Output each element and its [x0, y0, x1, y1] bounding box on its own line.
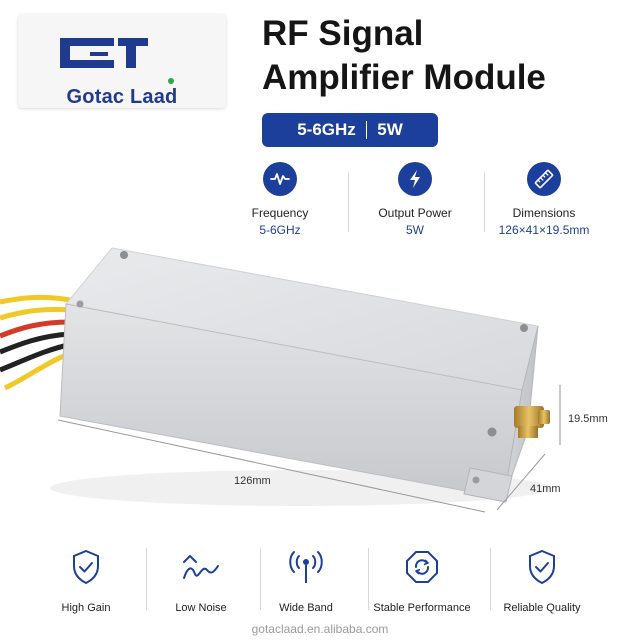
- antenna-signal-icon: [246, 548, 366, 586]
- badge-separator: [365, 121, 368, 139]
- badge-power: 5W: [377, 120, 403, 139]
- spec-label: Dimensions: [512, 206, 576, 220]
- feature-stable-performance: Stable Performance: [362, 548, 482, 614]
- dimension-width: 41mm: [530, 483, 561, 495]
- spec-badge: 5-6GHz 5W: [262, 113, 438, 147]
- spec-value: 5W: [406, 223, 424, 237]
- lightning-icon: [398, 162, 432, 196]
- feature-label: Wide Band: [279, 602, 333, 614]
- brand-dot: [168, 78, 174, 84]
- feature-low-noise: Low Noise: [141, 548, 261, 614]
- dimension-height: 19.5mm: [568, 413, 608, 425]
- feature-divider: [490, 548, 491, 610]
- low-noise-wave-icon: [141, 548, 261, 586]
- feature-reliable-quality: Reliable Quality: [482, 548, 602, 614]
- dimension-length: 126mm: [234, 475, 271, 487]
- spec-dimensions: Dimensions 126×41×19.5mm: [469, 162, 619, 237]
- badge-band: 5-6GHz: [297, 120, 356, 139]
- feature-high-gain: High Gain: [26, 548, 146, 614]
- brand-name: Gotac Laad: [66, 86, 178, 108]
- feature-divider: [260, 548, 261, 610]
- title-line-2: Amplifier Module: [262, 58, 546, 97]
- feature-divider: [146, 548, 147, 610]
- spec-output-power: Output Power 5W: [340, 162, 490, 237]
- spec-value: 126×41×19.5mm: [498, 223, 590, 237]
- amplifier-module-image: [0, 247, 561, 513]
- feature-label: High Gain: [61, 602, 111, 614]
- octagon-cycle-icon: [362, 548, 482, 586]
- brand-logo-card: Gotac Laad: [18, 14, 226, 108]
- footer-url: gotaclaad.en.alibaba.com: [251, 622, 389, 636]
- spec-divider: [348, 172, 349, 232]
- spec-label: Output Power: [378, 206, 452, 220]
- feature-divider: [368, 548, 369, 610]
- wave-icon: [263, 162, 297, 196]
- title-line-1: RF Signal: [262, 14, 424, 53]
- feature-label: Reliable Quality: [503, 602, 581, 614]
- feature-label: Low Noise: [175, 602, 227, 614]
- brand-logo-icon: [60, 38, 148, 68]
- feature-wide-band: Wide Band: [246, 548, 366, 614]
- spec-value: 5-6GHz: [259, 223, 301, 237]
- shield-check-icon: [482, 548, 602, 586]
- page-title: RF Signal Amplifier Module: [262, 12, 546, 100]
- spec-label: Frequency: [251, 206, 309, 220]
- ruler-icon: [527, 162, 561, 196]
- spec-divider: [484, 172, 485, 232]
- spec-frequency: Frequency 5-6GHz: [205, 162, 355, 237]
- feature-label: Stable Performance: [373, 602, 471, 614]
- shield-check-icon: [26, 548, 146, 586]
